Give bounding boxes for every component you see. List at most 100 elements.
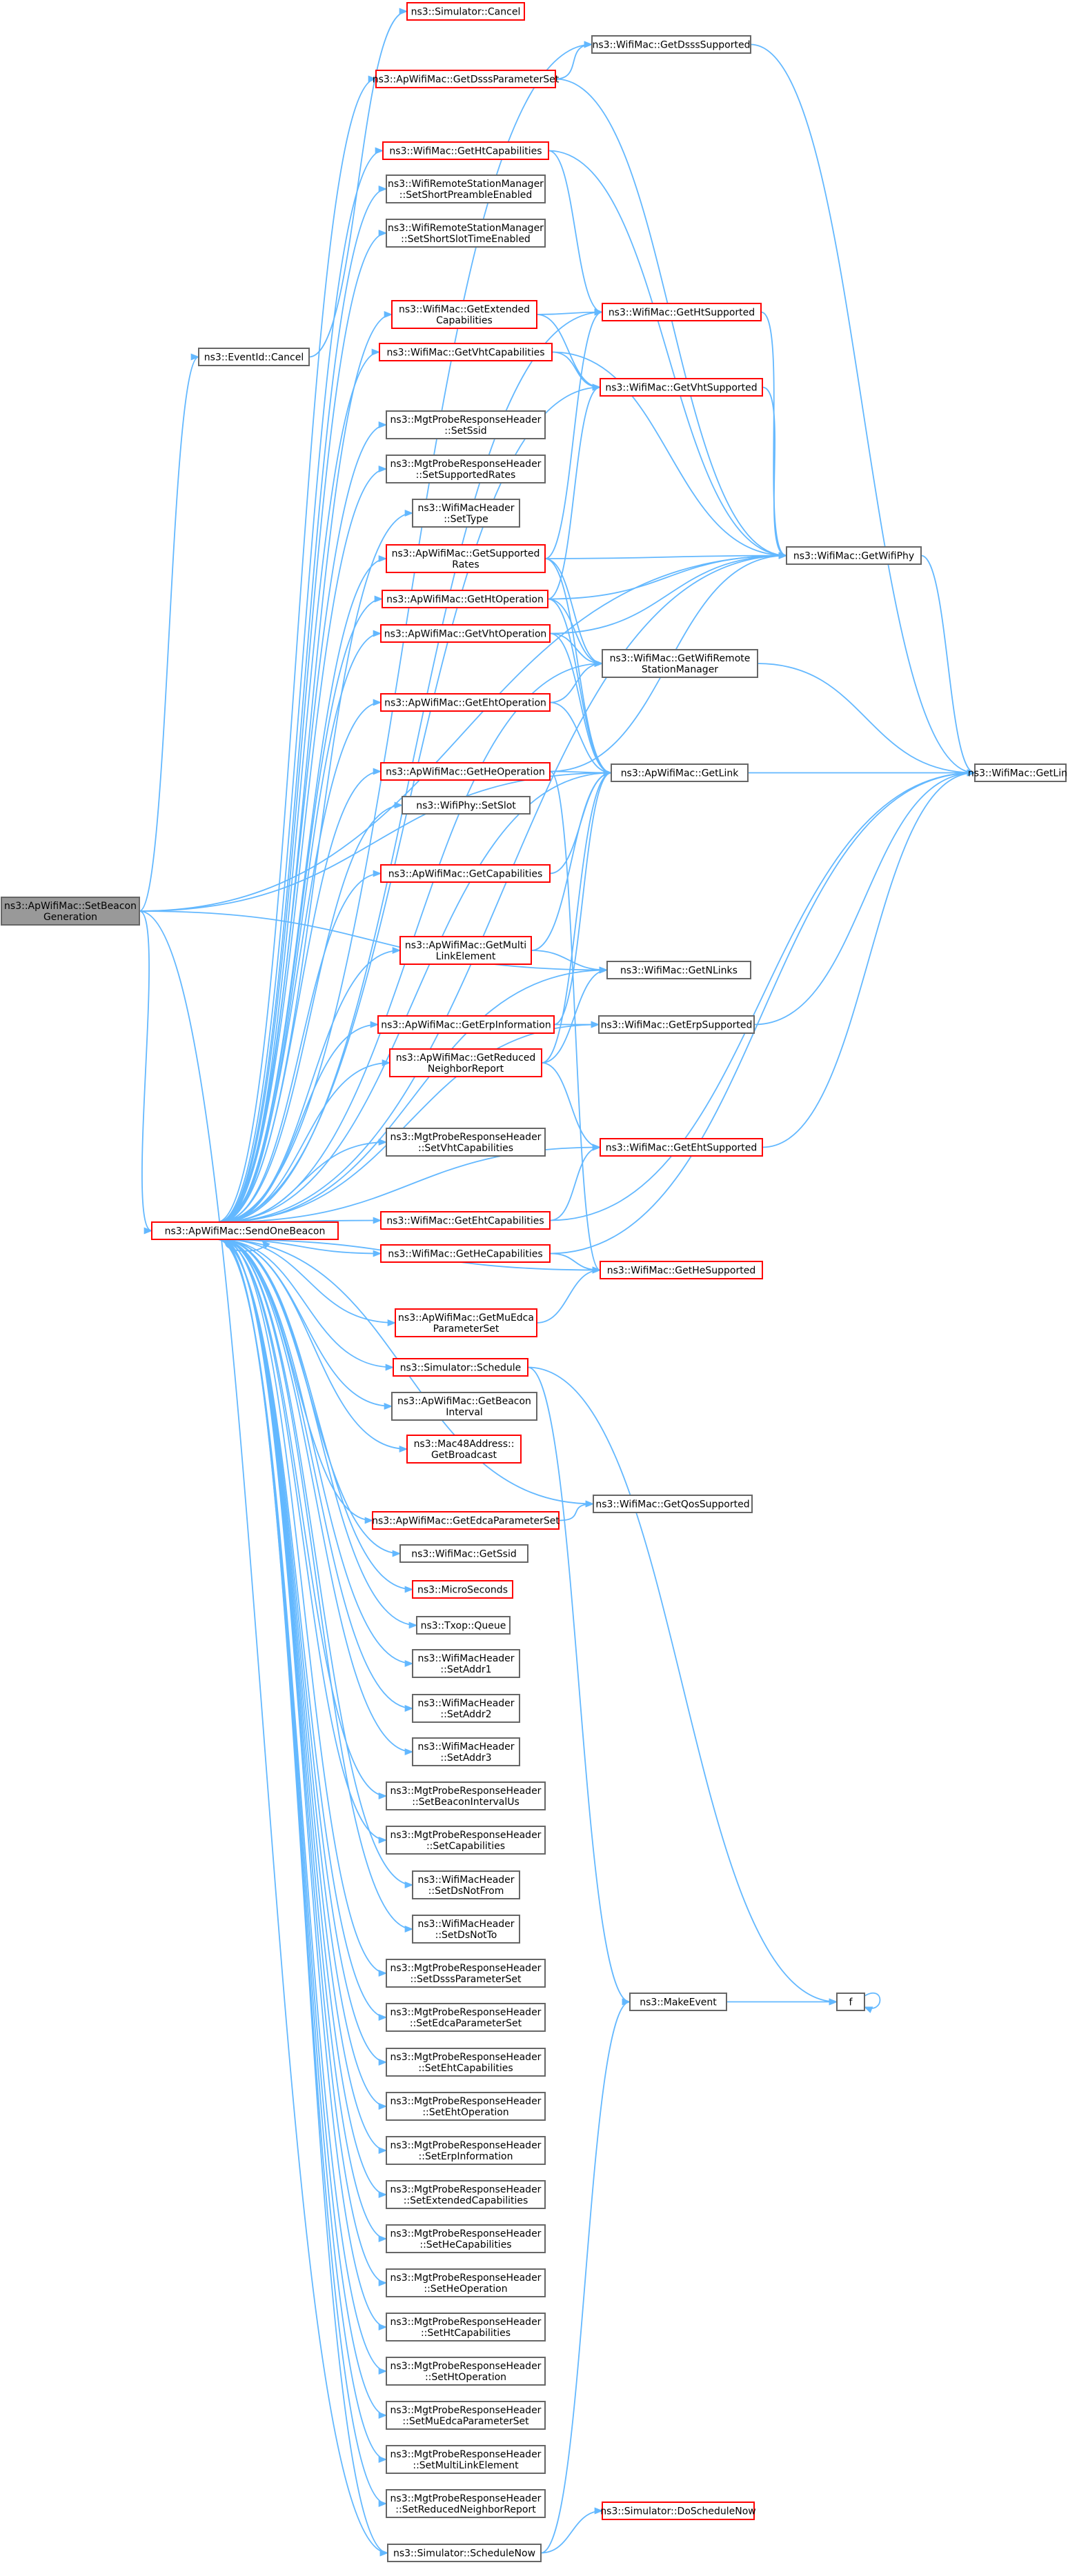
node-sethecap[interactable]: ns3::MgtProbeResponseHeader::SetHeCapabi… — [386, 2224, 546, 2253]
node-setehtop[interactable]: ns3::MgtProbeResponseHeader::SetEhtOpera… — [386, 2092, 546, 2121]
node-box — [386, 2136, 546, 2165]
node-schedule[interactable]: ns3::Simulator::Schedule — [393, 1358, 528, 1377]
node-box — [375, 70, 556, 88]
node-setvhtcap[interactable]: ns3::MgtProbeResponseHeader::SetVhtCapab… — [386, 1128, 546, 1157]
node-getedcaparam[interactable]: ns3::ApWifiMac::GetEdcaParameterSet — [372, 1511, 560, 1530]
node-setmultilink[interactable]: ns3::MgtProbeResponseHeader::SetMultiLin… — [386, 2445, 546, 2474]
node-getehtsup[interactable]: ns3::WifiMac::GetEhtSupported — [600, 1138, 763, 1157]
node-sendone[interactable]: ns3::ApWifiMac::SendOneBeacon — [151, 1221, 339, 1240]
node-label: ::SetMultiLinkElement — [413, 2460, 519, 2471]
node-seterpinfo[interactable]: ns3::MgtProbeResponseHeader::SetErpInfor… — [386, 2136, 546, 2165]
node-simcancel[interactable]: ns3::Simulator::Cancel — [406, 2, 525, 21]
node-setdsnotfrom[interactable]: ns3::WifiMacHeader::SetDsNotFrom — [412, 1870, 520, 1899]
node-getssid[interactable]: ns3::WifiMac::GetSsid — [399, 1544, 528, 1563]
node-getehtcap[interactable]: ns3::WifiMac::GetEhtCapabilities — [380, 1211, 551, 1230]
node-setsuprates[interactable]: ns3::MgtProbeResponseHeader::SetSupporte… — [386, 455, 546, 483]
node-schednow[interactable]: ns3::Simulator::ScheduleNow — [387, 2544, 542, 2562]
node-dosched[interactable]: ns3::Simulator::DoScheduleNow — [600, 2502, 756, 2520]
edge-getextcap-to-gethtsup — [536, 308, 604, 316]
edge-f-to-f — [863, 1992, 881, 2013]
node-getdssssup[interactable]: ns3::WifiMac::GetDsssSupported — [591, 35, 751, 54]
node-box — [386, 2180, 546, 2209]
node-label: ::SetDsssParameterSet — [411, 1974, 522, 1985]
node-getvhtsup[interactable]: ns3::WifiMac::GetVhtSupported — [600, 378, 763, 397]
node-box — [412, 499, 520, 528]
edge-getdssssup-to-wifimacgetlink — [750, 43, 976, 777]
node-label: GetBroadcast — [431, 1450, 497, 1461]
node-getcap[interactable]: ns3::ApWifiMac::GetCapabilities — [380, 864, 551, 883]
node-setheop[interactable]: ns3::MgtProbeResponseHeader::SetHeOperat… — [386, 2268, 546, 2297]
node-microseconds[interactable]: ns3::MicroSeconds — [412, 1580, 513, 1599]
node-sethtcap[interactable]: ns3::MgtProbeResponseHeader::SetHtCapabi… — [386, 2313, 546, 2342]
node-setssid[interactable]: ns3::MgtProbeResponseHeader::SetSsid — [386, 410, 546, 439]
edge-sendone-to-setedcaparam — [217, 1239, 388, 2021]
node-setmuedca[interactable]: ns3::MgtProbeResponseHeader::SetMuEdcaPa… — [386, 2401, 546, 2430]
node-label: ::SetCapabilities — [426, 1841, 505, 1852]
node-setedcaparam[interactable]: ns3::MgtProbeResponseHeader::SetEdcaPara… — [386, 2003, 546, 2032]
node-label: ns3::WifiMac::GetExtended — [399, 304, 530, 315]
node-setslot[interactable]: ns3::WifiPhy::SetSlot — [402, 796, 531, 815]
edge-eventcancel-to-simcancel — [308, 8, 408, 358]
node-eventcancel[interactable]: ns3::EventId::Cancel — [198, 348, 310, 366]
node-label: ns3::ApWifiMac::GetSupported — [392, 548, 540, 559]
node-box — [386, 2357, 546, 2386]
node-setshortpre[interactable]: ns3::WifiRemoteStationManager::SetShortP… — [386, 174, 546, 203]
node-apgetlink[interactable]: ns3::ApWifiMac::GetLink — [611, 763, 749, 782]
edge-sendone-to-getdsssparam — [217, 75, 377, 1223]
node-label: ::SetEhtOperation — [422, 2107, 508, 2118]
node-label: Rates — [452, 559, 479, 570]
node-getheop[interactable]: ns3::ApWifiMac::GetHeOperation — [380, 762, 551, 781]
edge-getvhtsup-to-getwifiphy — [762, 386, 788, 559]
node-geterpinfo[interactable]: ns3::ApWifiMac::GetErpInformation — [377, 1015, 555, 1034]
node-txopqueue[interactable]: ns3::Txop::Queue — [416, 1616, 511, 1635]
node-getvhtcap[interactable]: ns3::WifiMac::GetVhtCapabilities — [379, 343, 553, 361]
node-label: ns3::MgtProbeResponseHeader — [390, 2273, 542, 2284]
node-setaddr3[interactable]: ns3::WifiMacHeader::SetAddr3 — [412, 1737, 520, 1766]
node-setcap[interactable]: ns3::MgtProbeResponseHeader::SetCapabili… — [386, 1826, 546, 1855]
node-label: StationManager — [642, 664, 718, 675]
node-label: ns3::WifiPhy::SetSlot — [416, 801, 516, 812]
node-getwrsm[interactable]: ns3::WifiMac::GetWifiRemoteStationManage… — [602, 649, 758, 678]
node-f[interactable]: f — [836, 1993, 865, 2011]
node-getehtop[interactable]: ns3::ApWifiMac::GetEhtOperation — [380, 693, 551, 712]
node-label: ns3::ApWifiMac::GetEdcaParameterSet — [372, 1516, 560, 1527]
node-gethecap[interactable]: ns3::WifiMac::GetHeCapabilities — [380, 1244, 551, 1263]
node-getqossup[interactable]: ns3::WifiMac::GetQosSupported — [593, 1495, 753, 1513]
node-setextcap[interactable]: ns3::MgtProbeResponseHeader::SetExtended… — [386, 2180, 546, 2209]
node-settype[interactable]: ns3::WifiMacHeader::SetType — [412, 499, 520, 528]
node-setdsnotto[interactable]: ns3::WifiMacHeader::SetDsNotTo — [412, 1915, 520, 1944]
node-geterpsup[interactable]: ns3::WifiMac::GetErpSupported — [598, 1015, 755, 1034]
node-setaddr2[interactable]: ns3::WifiMacHeader::SetAddr2 — [412, 1694, 520, 1723]
edge-sendone-to-setextcap — [219, 1239, 388, 2198]
node-wifimacgetlink[interactable]: ns3::WifiMac::GetLink — [968, 763, 1068, 782]
node-gethtsup[interactable]: ns3::WifiMac::GetHtSupported — [602, 303, 762, 321]
node-getnlinks[interactable]: ns3::WifiMac::GetNLinks — [606, 961, 751, 979]
node-setshortslot[interactable]: ns3::WifiRemoteStationManager::SetShortS… — [386, 219, 546, 248]
node-sethtop[interactable]: ns3::MgtProbeResponseHeader::SetHtOperat… — [386, 2357, 546, 2386]
node-makeevent[interactable]: ns3::MakeEvent — [629, 1993, 727, 2011]
node-getbroadcast[interactable]: ns3::Mac48Address::GetBroadcast — [406, 1435, 522, 1464]
node-setrnr[interactable]: ns3::MgtProbeResponseHeader::SetReducedN… — [386, 2489, 546, 2518]
node-box — [380, 624, 551, 643]
node-gethtop[interactable]: ns3::ApWifiMac::GetHtOperation — [382, 590, 548, 608]
node-getvhtop[interactable]: ns3::ApWifiMac::GetVhtOperation — [380, 624, 551, 643]
node-setehtcap[interactable]: ns3::MgtProbeResponseHeader::SetEhtCapab… — [386, 2048, 546, 2077]
node-gethesup[interactable]: ns3::WifiMac::GetHeSupported — [600, 1261, 763, 1279]
node-getwifiphy[interactable]: ns3::WifiMac::GetWifiPhy — [786, 546, 922, 565]
node-setbeaconint[interactable]: ns3::MgtProbeResponseHeader::SetBeaconIn… — [386, 1781, 546, 1810]
node-gethtcap[interactable]: ns3::WifiMac::GetHtCapabilities — [382, 141, 549, 160]
node-label: ns3::ApWifiMac::GetErpInformation — [381, 1020, 551, 1031]
node-box — [386, 2003, 546, 2032]
edge-sendone-to-setslot — [219, 801, 404, 1223]
node-getdsssparam[interactable]: ns3::ApWifiMac::GetDsssParameterSet — [373, 70, 560, 88]
node-setdsssparam[interactable]: ns3::MgtProbeResponseHeader::SetDsssPara… — [386, 1959, 546, 1988]
edge-getvhtcap-to-getwifiphy — [551, 351, 788, 559]
node-setaddr1[interactable]: ns3::WifiMacHeader::SetAddr1 — [412, 1649, 520, 1678]
